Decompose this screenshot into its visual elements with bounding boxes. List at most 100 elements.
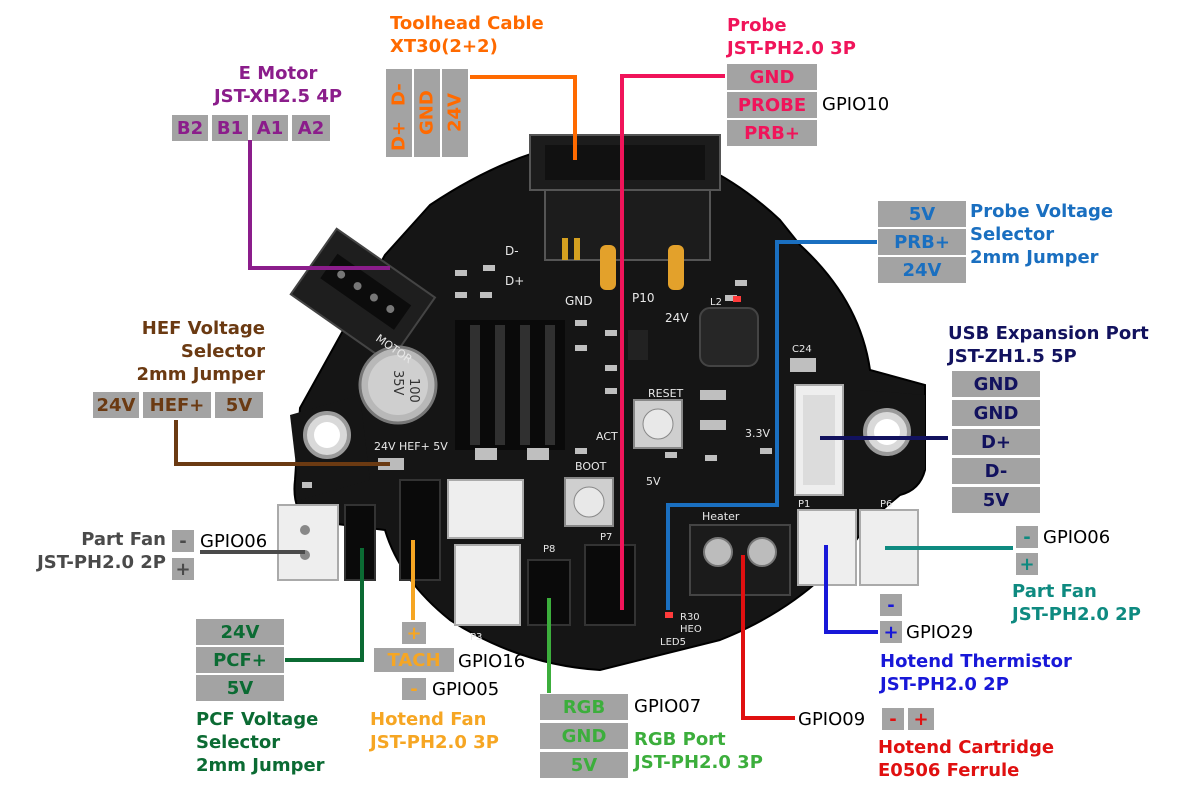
heatsink bbox=[455, 320, 565, 450]
heater-terminal bbox=[689, 524, 791, 596]
part-fan-right-title-line2: JST-PH2.0 2P bbox=[1012, 604, 1141, 625]
silk-heo: HEO bbox=[680, 624, 702, 635]
toolhead-title: Toolhead Cable XT30(2+2) bbox=[390, 12, 544, 58]
silk-p1: P1 bbox=[798, 499, 810, 510]
silk-boot: BOOT bbox=[575, 460, 607, 473]
hef-jumper bbox=[378, 458, 404, 470]
pcf-pin-24v: 24V bbox=[196, 619, 284, 645]
silk-gnd: GND bbox=[565, 294, 593, 308]
silk-l2: L2 bbox=[710, 297, 722, 308]
toolhead-pin-d-minus: D- bbox=[386, 69, 412, 121]
part-fan-right-gpio: GPIO06 bbox=[1043, 527, 1111, 548]
emotor-pin-a2: A2 bbox=[292, 115, 330, 141]
silk-p3: P3 bbox=[470, 632, 482, 643]
emotor-title: E Motor JST-XH2.5 4P bbox=[188, 62, 368, 108]
pcf-title-line3: 2mm Jumper bbox=[196, 755, 325, 776]
probe-title-line2: JST-PH2.0 3P bbox=[727, 38, 856, 59]
silk-3v3: 3.3V bbox=[745, 427, 770, 440]
hef-pin-5v: 5V bbox=[215, 392, 263, 418]
emotor-pin-b2: B2 bbox=[172, 115, 208, 141]
thermistor-title-line2: JST-PH2.0 2P bbox=[880, 674, 1009, 695]
rgb-pin-gnd: GND bbox=[540, 723, 628, 749]
header-hotend-fan bbox=[399, 479, 441, 581]
hotend-fan-pin-plus: + bbox=[402, 622, 426, 644]
rgb-pin-rgb: RGB bbox=[540, 694, 628, 720]
emotor-title-line2: JST-XH2.5 4P bbox=[213, 86, 343, 107]
pcf-pin-5v: 5V bbox=[196, 675, 284, 701]
wire-emotor bbox=[248, 140, 390, 270]
thermistor-pin-minus: - bbox=[880, 594, 902, 616]
hef-title-line2: Selector bbox=[180, 341, 265, 362]
cartridge-pin-minus: - bbox=[882, 708, 904, 730]
usb-pin-5v: 5V bbox=[952, 487, 1040, 513]
rgb-title-line1: RGB Port bbox=[634, 729, 726, 750]
cartridge-title-line2: E0506 Ferrule bbox=[878, 760, 1020, 781]
wire-thermistor bbox=[824, 545, 878, 634]
usb-pin-d-minus: D- bbox=[952, 458, 1040, 484]
probe-voltage-title-line1: Probe Voltage bbox=[970, 201, 1114, 222]
inductor bbox=[699, 307, 759, 367]
hotend-fan-title-line1: Hotend Fan bbox=[370, 709, 487, 730]
wire-toolhead bbox=[470, 75, 577, 160]
part-fan-right-title-line1: Part Fan bbox=[1012, 581, 1097, 602]
led-24v bbox=[733, 296, 741, 302]
emotor-pin-b1: B1 bbox=[212, 115, 248, 141]
wire-pcf bbox=[285, 548, 364, 662]
hotend-fan-pin-tach: TACH bbox=[374, 648, 454, 672]
silk-24v: 24V bbox=[665, 311, 689, 325]
cartridge-title-line1: Hotend Cartridge bbox=[878, 737, 1055, 758]
thermistor-pin-plus: + bbox=[880, 621, 902, 643]
probe-title-line1: Probe bbox=[727, 15, 787, 36]
part-fan-left-pin-plus: + bbox=[172, 558, 194, 580]
hef-title-line3: 2mm Jumper bbox=[136, 364, 265, 385]
probe-voltage-pin-prb-plus: PRB+ bbox=[878, 229, 966, 255]
part-fan-right-title: Part Fan JST-PH2.0 2P bbox=[1012, 580, 1141, 626]
silk-act: ACT bbox=[596, 430, 618, 443]
pcf-pin-pcf-plus: PCF+ bbox=[196, 647, 284, 673]
probe-pin-gnd: GND bbox=[727, 64, 817, 90]
usb-title: USB Expansion Port JST-ZH1.5 5P bbox=[948, 322, 1149, 368]
part-fan-left-pin-minus: - bbox=[172, 530, 194, 552]
silk-5v: 5V bbox=[646, 475, 661, 488]
boot-button bbox=[564, 477, 614, 527]
probe-title: Probe JST-PH2.0 3P bbox=[727, 14, 856, 60]
wire-hef bbox=[174, 420, 390, 466]
probe-gpio: GPIO10 bbox=[822, 94, 890, 115]
emotor-title-line1: E Motor bbox=[238, 63, 318, 84]
led-heo bbox=[665, 612, 673, 618]
part-fan-right-pin-minus: - bbox=[1016, 526, 1038, 548]
silk-reset: RESET bbox=[648, 387, 684, 400]
silk-p8: P8 bbox=[543, 544, 555, 555]
silk-c24: C24 bbox=[792, 344, 812, 355]
part-fan-left-gpio: GPIO06 bbox=[200, 531, 268, 552]
cap-text-100: 100 bbox=[406, 378, 421, 403]
silk-hef-sel: 24V HEF+ 5V bbox=[374, 440, 448, 453]
toolhead-title-line1: Toolhead Cable bbox=[390, 13, 544, 34]
part-fan-left-title-line2: JST-PH2.0 2P bbox=[37, 552, 166, 573]
probe-voltage-pin-5v: 5V bbox=[878, 201, 966, 227]
thermistor-gpio: GPIO29 bbox=[906, 622, 974, 643]
ph-connector-part-fan-left bbox=[277, 504, 339, 581]
wire-cartridge bbox=[741, 555, 795, 720]
hef-title: HEF Voltage Selector 2mm Jumper bbox=[95, 317, 265, 386]
usb-pin-gnd-2: GND bbox=[952, 400, 1040, 426]
toolhead-pin-24v: 24V bbox=[442, 69, 468, 157]
silk-p6: P6 bbox=[880, 499, 892, 510]
toolhead-pin-gnd: GND bbox=[414, 69, 440, 157]
cartridge-title: Hotend Cartridge E0506 Ferrule bbox=[878, 736, 1054, 782]
ph-connector-p3 bbox=[454, 544, 521, 626]
silk-heater: Heater bbox=[702, 510, 740, 523]
ph-connector-p3-upper bbox=[447, 479, 524, 539]
header-p7 bbox=[584, 544, 636, 626]
usb-pin-gnd-1: GND bbox=[952, 371, 1040, 397]
silk-r30: R30 bbox=[680, 612, 700, 623]
hotend-fan-gpio-tach: GPIO16 bbox=[458, 651, 526, 672]
hef-pin-24v: 24V bbox=[93, 392, 139, 418]
silk-led5: LED5 bbox=[660, 637, 686, 648]
hotend-fan-gpio-minus: GPIO05 bbox=[432, 679, 500, 700]
usb-title-line1: USB Expansion Port bbox=[948, 323, 1149, 344]
rgb-pin-5v: 5V bbox=[540, 752, 628, 778]
thermistor-title-line1: Hotend Thermistor bbox=[880, 651, 1072, 672]
rgb-gpio: GPIO07 bbox=[634, 696, 702, 717]
